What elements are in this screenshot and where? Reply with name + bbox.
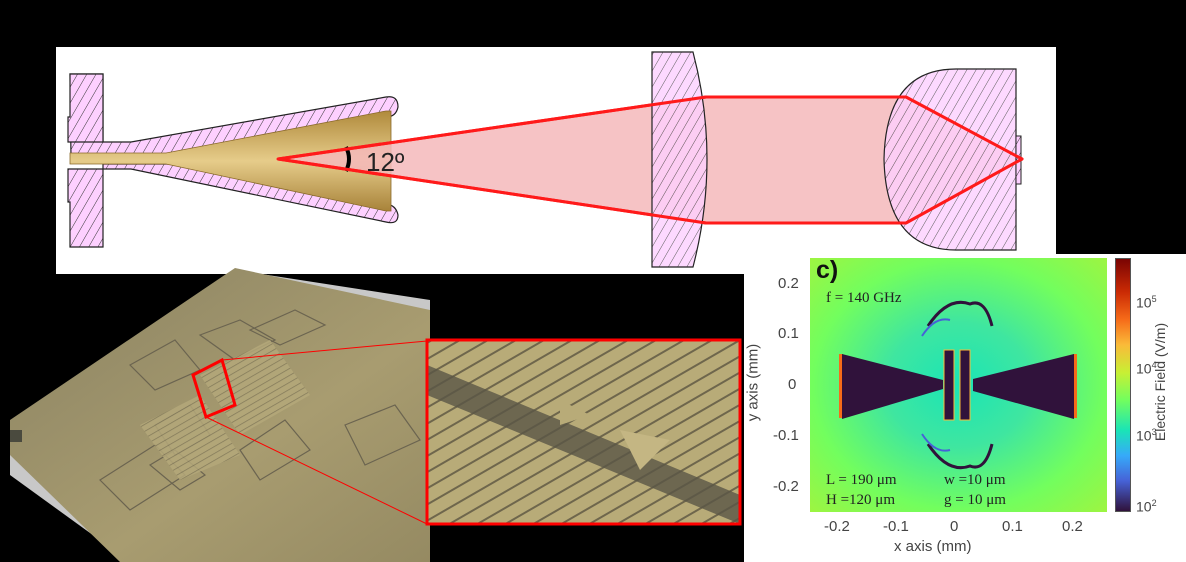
- x-tick: -0.1: [883, 518, 909, 535]
- optical-setup-panel: 12º: [56, 47, 1086, 274]
- colorbar-tick-1e3: 103: [1136, 427, 1157, 444]
- width-annotation: w =10 μm: [944, 472, 1006, 488]
- x-tick: 0.1: [1002, 518, 1023, 535]
- colorbar-tick-1e2: 102: [1136, 498, 1157, 515]
- y-tick: 0.2: [778, 275, 799, 292]
- optical-setup-diagram: [67, 47, 1086, 274]
- beam-angle-label: 12º: [366, 147, 405, 177]
- colorbar-label: Electric Field (V/m): [1152, 322, 1168, 442]
- gap-annotation: g = 10 μm: [944, 492, 1006, 508]
- frequency-annotation: f = 140 GHz: [826, 290, 902, 306]
- horn-antenna: [67, 73, 399, 248]
- x-tick: 0: [950, 518, 959, 535]
- x-tick: 0.2: [1062, 518, 1083, 535]
- zoom-region-marker: [191, 357, 237, 420]
- zoom-inset: [425, 338, 742, 526]
- y-tick: 0.1: [778, 325, 799, 342]
- height-annotation: H =120 μm: [826, 492, 896, 508]
- chip-rendering-panel: [0, 265, 750, 562]
- x-axis-label: x axis (mm): [894, 538, 972, 555]
- bowtie-left: [842, 354, 943, 419]
- collimating-lens: [651, 51, 708, 268]
- x-tick: -0.2: [824, 518, 850, 535]
- bowtie-right: [973, 354, 1074, 419]
- colorbar-tick-1e5: 105: [1136, 294, 1157, 311]
- colorbar: [1115, 258, 1131, 512]
- panel-letter-c: c): [816, 256, 839, 284]
- y-tick: 0: [788, 376, 797, 393]
- chip-3d-render: [10, 268, 742, 562]
- length-annotation: L = 190 μm: [826, 472, 897, 488]
- y-tick: -0.2: [773, 478, 799, 495]
- y-tick: -0.1: [773, 427, 799, 444]
- heatmap-axes: c) f = 140 GHz L = 190 μm H =120 μm w =1…: [810, 256, 1107, 512]
- colorbar-tick-1e4: 104: [1136, 360, 1157, 377]
- electric-field-plot: c) f = 140 GHz L = 190 μm H =120 μm w =1…: [744, 254, 1186, 562]
- y-axis-label: y axis (mm): [744, 343, 762, 422]
- focusing-lens: [883, 68, 1022, 251]
